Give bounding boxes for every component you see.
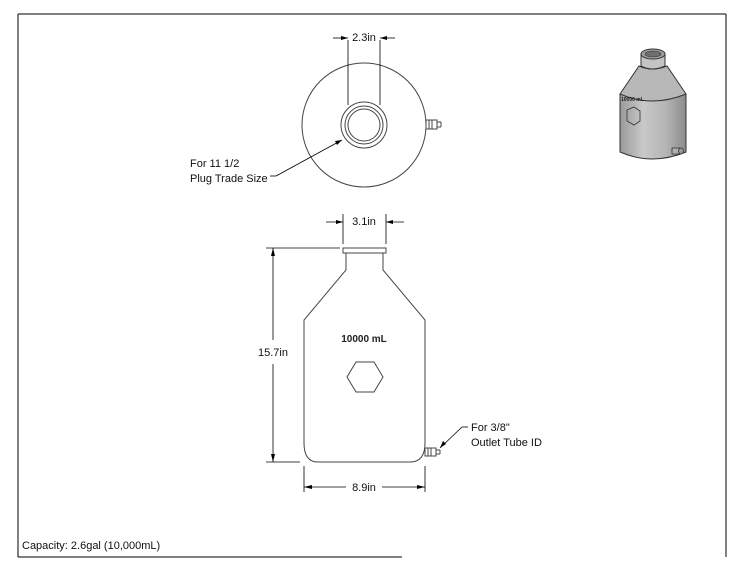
top-view-neck-middle xyxy=(344,105,384,145)
iso-bottle-body xyxy=(619,93,687,160)
outlet-note-line2: Outlet Tube ID xyxy=(471,437,542,449)
plug-note: For 11 1/2 Plug Trade Size xyxy=(190,139,343,185)
mouth-dimension-label: 3.1in xyxy=(352,216,376,228)
iso-bottle-shoulder xyxy=(619,65,687,102)
top-view-outlet-stub xyxy=(425,119,442,130)
front-hexagon xyxy=(346,361,384,393)
iso-outlet-stub xyxy=(671,147,684,155)
neck-dimension-label: 2.3in xyxy=(352,32,376,44)
height-dimension-label: 15.7in xyxy=(258,347,288,359)
top-view-neck-outer xyxy=(340,101,388,149)
mouth-dimension: 3.1in xyxy=(326,214,404,244)
front-embossed-volume: 10000 mL xyxy=(341,334,387,345)
iso-hexagon xyxy=(626,106,641,126)
bottle-outline xyxy=(303,247,426,463)
outlet-note-line1: For 3/8" xyxy=(471,422,510,434)
outlet-note: For 3/8" Outlet Tube ID xyxy=(439,422,542,449)
sheet-border xyxy=(17,13,727,558)
iso-view: 10000 mL xyxy=(619,48,687,160)
width-dimension: 8.9in xyxy=(303,466,426,494)
plug-note-line1: For 11 1/2 xyxy=(190,158,239,170)
top-view-body-circle xyxy=(301,62,427,188)
plug-note-line2: Plug Trade Size xyxy=(190,173,268,185)
front-outlet-stub xyxy=(424,447,441,457)
iso-embossed-volume: 10000 mL xyxy=(621,97,644,103)
width-dimension-label: 8.9in xyxy=(352,482,376,494)
front-view: 10000 mL 3.1in xyxy=(258,214,542,494)
capacity-caption: Capacity: 2.6gal (10,000mL) xyxy=(22,540,160,552)
height-dimension: 15.7in xyxy=(258,247,340,463)
top-view: 2.3in For 11 1/2 Plug Trade Size xyxy=(190,30,442,188)
neck-dimension: 2.3in xyxy=(333,30,395,105)
top-view-neck-inner xyxy=(347,108,381,142)
